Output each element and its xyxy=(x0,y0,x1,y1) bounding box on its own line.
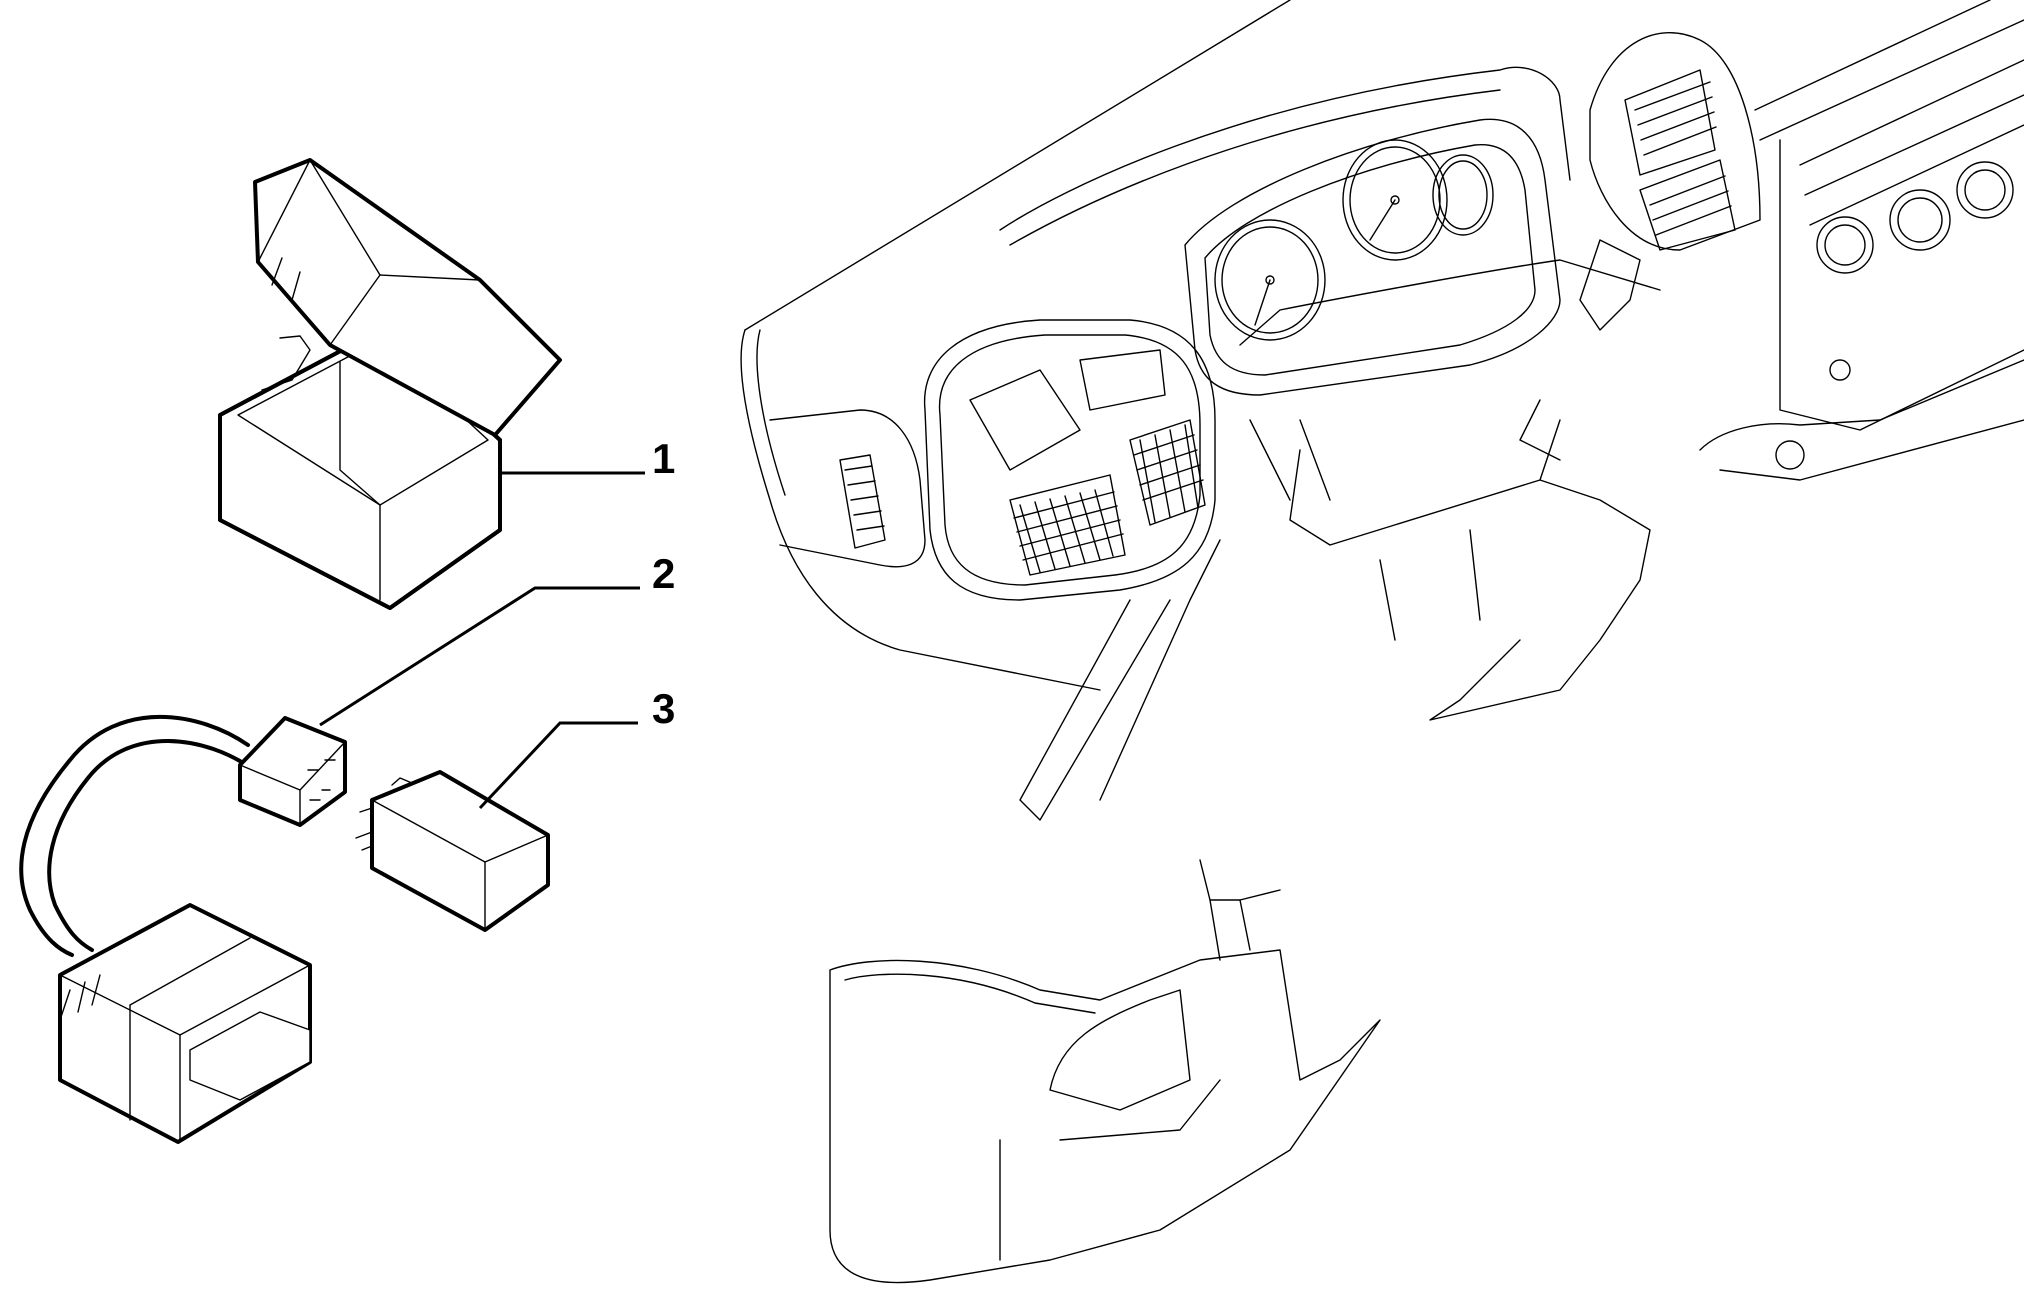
leader-line-2 xyxy=(319,586,640,727)
callout-numbers: 1 2 3 xyxy=(652,435,675,732)
callout-2: 2 xyxy=(652,550,675,597)
leader-lines xyxy=(319,471,645,810)
part-2-wiring-harness xyxy=(19,715,347,1144)
part-1-relay-cover-box xyxy=(218,158,562,610)
callout-1: 1 xyxy=(652,435,675,482)
leader-line-3 xyxy=(478,721,638,810)
part-3-relay-module xyxy=(355,770,550,932)
callout-3: 3 xyxy=(652,685,675,732)
dashboard-line-art xyxy=(740,0,2024,1284)
